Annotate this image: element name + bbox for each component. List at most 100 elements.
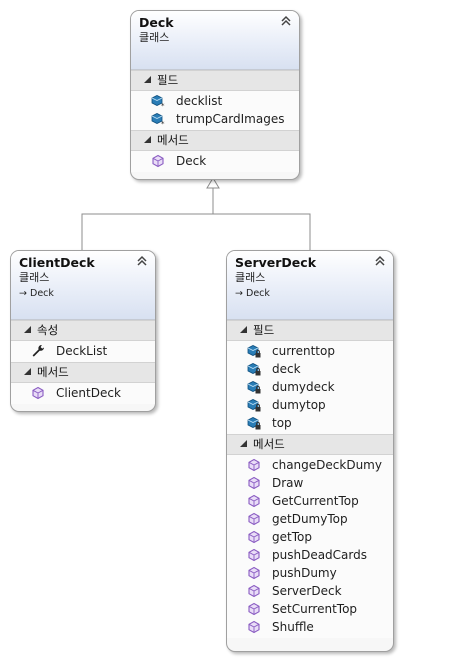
list-item[interactable]: ServerDeck bbox=[227, 582, 393, 600]
method-icon bbox=[248, 602, 260, 616]
base-class-name: Deck bbox=[30, 288, 54, 299]
svg-text:*: * bbox=[161, 120, 165, 126]
section-label: 메서드 bbox=[157, 133, 189, 147]
list-item[interactable]: deck bbox=[227, 360, 393, 378]
list-item[interactable]: * trumpCardImages bbox=[131, 110, 299, 128]
method-icon bbox=[248, 548, 260, 562]
svg-text:*: * bbox=[161, 102, 165, 108]
inherits-arrow-icon: → bbox=[235, 288, 243, 299]
member-label: ServerDeck bbox=[272, 584, 342, 598]
section-fields[interactable]: 필드 bbox=[227, 320, 393, 341]
list-item[interactable]: changeDeckDumy bbox=[227, 456, 393, 474]
section-fields[interactable]: 필드 bbox=[131, 70, 299, 91]
inheritance-arrowhead bbox=[206, 177, 220, 189]
member-label: DeckList bbox=[56, 344, 108, 358]
member-label: decklist bbox=[176, 94, 223, 108]
collapse-chevron-icon[interactable] bbox=[279, 15, 293, 27]
member-list: * decklist * trumpCardImages bbox=[131, 91, 299, 130]
collapse-chevron-icon[interactable] bbox=[373, 255, 387, 267]
list-item[interactable]: dumytop bbox=[227, 396, 393, 414]
method-icon bbox=[248, 494, 260, 508]
list-item[interactable]: GetCurrentTop bbox=[227, 492, 393, 510]
member-label: Shuffle bbox=[272, 620, 314, 634]
method-icon bbox=[152, 154, 164, 168]
member-list: currenttop deck dumydeck bbox=[227, 341, 393, 434]
field-static-icon: * bbox=[151, 113, 165, 126]
member-label: deck bbox=[272, 362, 301, 376]
method-icon bbox=[248, 620, 260, 634]
member-label: dumydeck bbox=[272, 380, 335, 394]
member-label: Deck bbox=[176, 154, 207, 168]
class-stereotype: 클래스 bbox=[139, 31, 170, 44]
expand-triangle-icon[interactable] bbox=[143, 135, 152, 144]
class-header: ClientDeck 클래스 → Deck bbox=[11, 251, 155, 320]
field-private-icon bbox=[247, 363, 261, 376]
member-label: ClientDeck bbox=[56, 386, 121, 400]
class-name: ClientDeck bbox=[19, 255, 95, 270]
section-label: 메서드 bbox=[253, 437, 285, 451]
method-icon bbox=[248, 530, 260, 544]
list-item[interactable]: ClientDeck bbox=[11, 384, 155, 402]
section-properties[interactable]: 속성 bbox=[11, 320, 155, 341]
wrench-icon bbox=[32, 345, 45, 357]
class-serverdeck[interactable]: ServerDeck 클래스 → Deck 필드 currenttop bbox=[226, 250, 394, 652]
field-private-icon bbox=[247, 381, 261, 394]
inheritance-line-server bbox=[213, 213, 311, 250]
member-label: SetCurrentTop bbox=[272, 602, 358, 616]
method-icon bbox=[248, 512, 260, 526]
member-label: getTop bbox=[272, 530, 312, 544]
class-stereotype: 클래스 bbox=[235, 271, 266, 284]
section-methods[interactable]: 메서드 bbox=[227, 434, 393, 455]
member-label: Draw bbox=[272, 476, 304, 490]
list-item[interactable]: DeckList bbox=[11, 342, 155, 360]
list-item[interactable]: top bbox=[227, 414, 393, 432]
expand-triangle-icon[interactable] bbox=[143, 75, 152, 84]
list-item[interactable]: * decklist bbox=[131, 92, 299, 110]
class-deck[interactable]: Deck 클래스 필드 * decklist * trumpCardImages bbox=[130, 10, 300, 180]
member-label: GetCurrentTop bbox=[272, 494, 359, 508]
collapse-chevron-icon[interactable] bbox=[135, 255, 149, 267]
list-item[interactable]: Shuffle bbox=[227, 618, 393, 636]
section-label: 필드 bbox=[157, 73, 179, 87]
method-icon bbox=[248, 584, 260, 598]
expand-triangle-icon[interactable] bbox=[239, 439, 248, 448]
list-item[interactable]: currenttop bbox=[227, 342, 393, 360]
member-list: Deck bbox=[131, 151, 299, 172]
member-label: currenttop bbox=[272, 344, 335, 358]
section-label: 속성 bbox=[37, 323, 59, 337]
field-private-icon bbox=[247, 399, 261, 412]
member-label: top bbox=[272, 416, 292, 430]
member-label: dumytop bbox=[272, 398, 326, 412]
member-label: pushDeadCards bbox=[272, 548, 367, 562]
section-methods[interactable]: 메서드 bbox=[11, 362, 155, 383]
expand-triangle-icon[interactable] bbox=[23, 325, 32, 334]
inheritance-label: → Deck bbox=[235, 287, 385, 301]
member-list: DeckList bbox=[11, 341, 155, 362]
inheritance-line-client bbox=[81, 213, 213, 250]
section-methods[interactable]: 메서드 bbox=[131, 130, 299, 151]
list-item[interactable]: Deck bbox=[131, 152, 299, 170]
list-item[interactable]: Draw bbox=[227, 474, 393, 492]
member-label: changeDeckDumy bbox=[272, 458, 382, 472]
expand-triangle-icon[interactable] bbox=[239, 325, 248, 334]
list-item[interactable]: getTop bbox=[227, 528, 393, 546]
list-item[interactable]: SetCurrentTop bbox=[227, 600, 393, 618]
list-item[interactable]: pushDeadCards bbox=[227, 546, 393, 564]
class-name: ServerDeck bbox=[235, 255, 317, 270]
section-label: 필드 bbox=[253, 323, 275, 337]
class-header: ServerDeck 클래스 → Deck bbox=[227, 251, 393, 320]
section-label: 메서드 bbox=[37, 365, 69, 379]
expand-triangle-icon[interactable] bbox=[23, 367, 32, 376]
class-header: Deck 클래스 bbox=[131, 11, 299, 70]
method-icon bbox=[248, 566, 260, 580]
list-item[interactable]: pushDumy bbox=[227, 564, 393, 582]
list-item[interactable]: dumydeck bbox=[227, 378, 393, 396]
class-name: Deck bbox=[139, 15, 174, 30]
inheritance-label: → Deck bbox=[19, 287, 147, 301]
base-class-name: Deck bbox=[246, 288, 270, 299]
list-item[interactable]: getDumyTop bbox=[227, 510, 393, 528]
method-icon bbox=[32, 386, 44, 400]
field-private-icon bbox=[247, 345, 261, 358]
class-clientdeck[interactable]: ClientDeck 클래스 → Deck 속성 DeckList 메서드 Cl… bbox=[10, 250, 156, 412]
field-static-icon: * bbox=[151, 95, 165, 108]
